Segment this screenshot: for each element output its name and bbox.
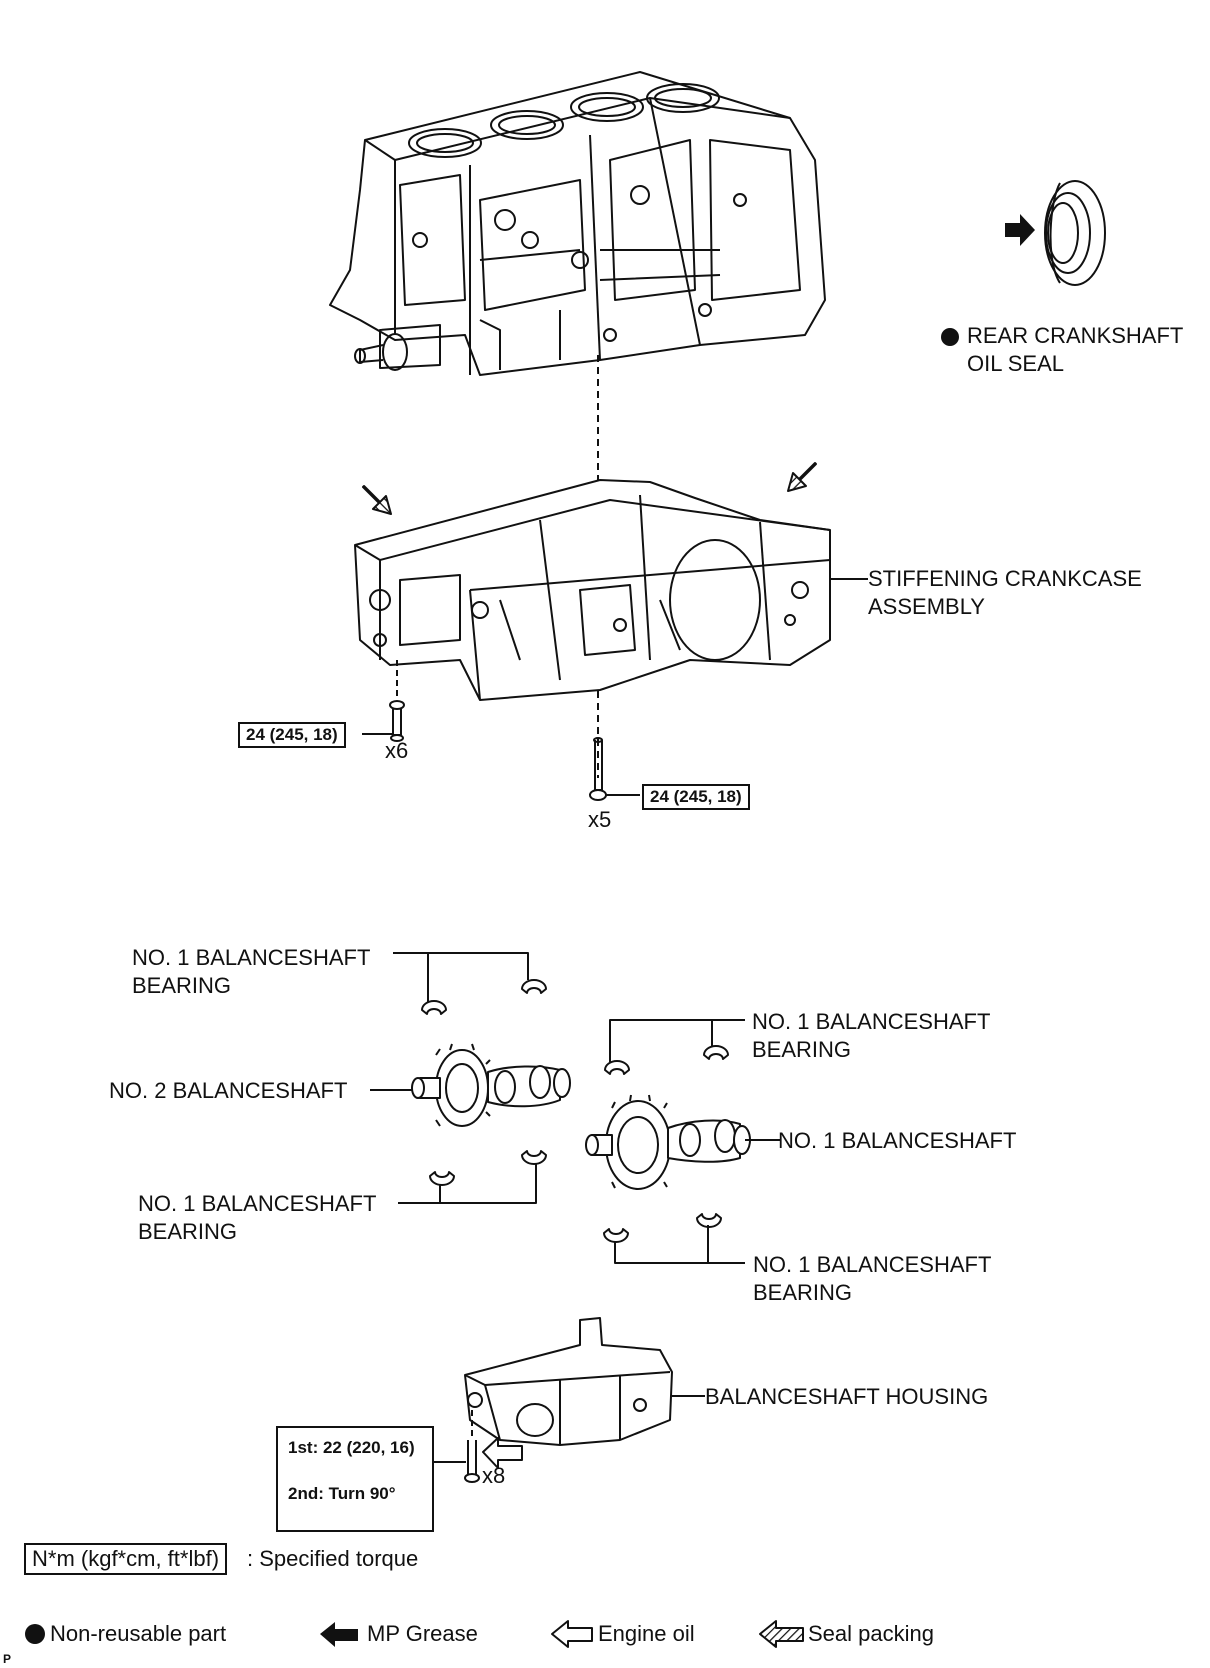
engine-oil-arrow-housing xyxy=(482,1437,523,1469)
qty-crankcase-center: x5 xyxy=(588,807,612,832)
stiffening-crankcase-label: STIFFENING CRANKCASE ASSEMBLY xyxy=(868,566,1142,619)
bearing-shell xyxy=(421,979,729,1243)
no2-balanceshaft-label: NO. 2 BALANCESHAFT xyxy=(109,1078,348,1103)
page-code: P xyxy=(3,1652,12,1666)
legend-non-reusable: Non-reusable part xyxy=(50,1621,227,1646)
torque-box-crankcase-center: 24 (245, 18) xyxy=(642,784,750,810)
rear-crankshaft-oil-seal-label: REAR CRANKSHAFT OIL SEAL xyxy=(967,323,1184,376)
cylinder-block xyxy=(329,71,826,376)
housing-bolt-drawing xyxy=(432,1440,480,1483)
legend-torque-box: N*m (kgf*cm, ft*lbf) xyxy=(24,1543,228,1575)
legend-seal-packing: Seal packing xyxy=(808,1621,934,1646)
bearing-upper-right-label: NO. 1 BALANCESHAFT BEARING xyxy=(752,1009,991,1062)
qty-crankcase-side: x6 xyxy=(385,738,409,763)
mp-grease-arrow-seal xyxy=(1005,214,1035,246)
bearing-lower-left-label: NO. 1 BALANCESHAFT BEARING xyxy=(138,1191,377,1244)
bearing-lower-right-label: NO. 1 BALANCESHAFT BEARING xyxy=(753,1252,992,1305)
crankcase-center-bolt-drawing xyxy=(589,737,640,801)
torque-box-housing: 1st: 22 (220, 16) 2nd: Turn 90° xyxy=(276,1426,434,1532)
engine-oil-arrow-icon xyxy=(551,1620,593,1648)
no1-balanceshaft-label: NO. 1 BALANCESHAFT xyxy=(778,1128,1017,1153)
bearing-upper-left-label: NO. 1 BALANCESHAFT BEARING xyxy=(132,945,371,998)
legend-torque-desc: : Specified torque xyxy=(247,1546,419,1571)
non-reusable-dot-icon xyxy=(25,1624,45,1644)
torque-housing-first: 1st: 22 (220, 16) xyxy=(288,1438,415,1457)
seal-packing-arrow-left xyxy=(362,485,392,515)
seal-packing-arrow-icon xyxy=(759,1620,804,1648)
non-reusable-dot-seal xyxy=(941,328,959,346)
stiffening-crankcase-drawing xyxy=(354,479,831,701)
seal-packing-arrow-right xyxy=(787,462,817,492)
no1-balanceshaft-drawing xyxy=(585,1094,751,1190)
no2-balanceshaft-drawing xyxy=(411,1043,571,1127)
crankcase-side-bolt-drawing xyxy=(362,700,405,742)
rear-crankshaft-oil-seal-drawing xyxy=(1044,180,1106,286)
balanceshaft-housing-drawing xyxy=(464,1317,673,1446)
legend-mp-grease: MP Grease xyxy=(367,1621,478,1646)
legend-engine-oil: Engine oil xyxy=(598,1621,695,1646)
torque-box-crankcase-side: 24 (245, 18) xyxy=(238,722,346,748)
balanceshaft-housing-label: BALANCESHAFT HOUSING xyxy=(705,1384,989,1409)
qty-housing: x8 xyxy=(482,1463,506,1488)
torque-housing-second: 2nd: Turn 90° xyxy=(288,1484,396,1503)
mp-grease-arrow-icon xyxy=(320,1622,358,1647)
